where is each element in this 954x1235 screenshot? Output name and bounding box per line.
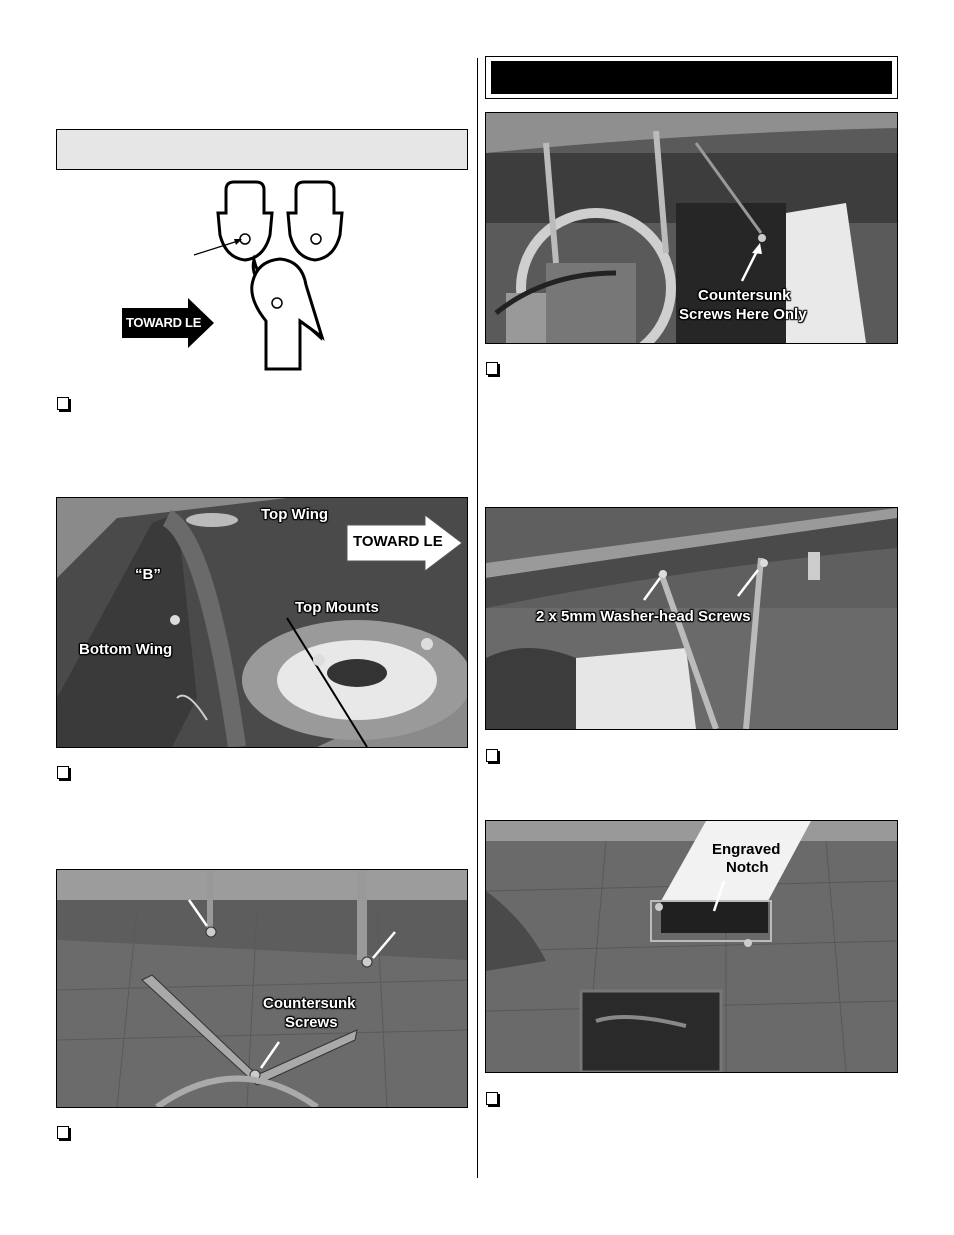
label-top-mounts: Top Mounts bbox=[295, 599, 379, 616]
label-engraved: Engraved bbox=[712, 841, 781, 858]
label-countersunk: Countersunk bbox=[263, 995, 356, 1012]
notch-photo-art bbox=[486, 821, 897, 1072]
photo-wing-mounts: Top Wing TOWARD LE “B” Bottom Wing Top M… bbox=[56, 497, 468, 748]
photo-engraved-notch: Engraved Notch bbox=[485, 820, 898, 1073]
checkbox-step-6[interactable] bbox=[486, 1092, 498, 1105]
screws-photo-art bbox=[57, 870, 467, 1107]
photo-cabane-struts: Countersunk Screws Here Only bbox=[485, 112, 898, 344]
toward-le-arrow-label: TOWARD LE bbox=[126, 315, 202, 330]
label-washer-head-screws: 2 x 5mm Washer-head Screws bbox=[536, 608, 751, 625]
checkbox-step-1[interactable] bbox=[57, 397, 69, 410]
mount-diagram: TOWARD LE bbox=[110, 175, 470, 375]
photo-washer-head-screws: 2 x 5mm Washer-head Screws bbox=[485, 507, 898, 730]
label-screws: Screws bbox=[285, 1014, 338, 1031]
label-notch: Notch bbox=[726, 859, 769, 876]
mount-outline-drawing bbox=[122, 180, 344, 371]
label-bottom-wing: Bottom Wing bbox=[79, 641, 173, 658]
left-header-box bbox=[56, 129, 468, 170]
washer-photo-art bbox=[486, 508, 897, 729]
checkbox-step-5[interactable] bbox=[486, 749, 498, 762]
right-header-bar bbox=[491, 61, 892, 94]
label-countersunk-line1: Countersunk bbox=[698, 287, 791, 304]
column-divider bbox=[477, 58, 478, 1178]
checkbox-step-3[interactable] bbox=[57, 1126, 69, 1139]
label-b: “B” bbox=[135, 566, 161, 583]
label-top-wing: Top Wing bbox=[261, 506, 329, 523]
label-countersunk-line2: Screws Here Only bbox=[679, 306, 807, 323]
label-toward-le: TOWARD LE bbox=[353, 533, 443, 550]
cabane-photo-art bbox=[486, 113, 897, 343]
wing-photo-art bbox=[57, 498, 467, 747]
right-header-frame bbox=[485, 56, 898, 99]
checkbox-step-2[interactable] bbox=[57, 766, 69, 779]
checkbox-step-4[interactable] bbox=[486, 362, 498, 375]
photo-countersunk-screws: Countersunk Screws bbox=[56, 869, 468, 1108]
